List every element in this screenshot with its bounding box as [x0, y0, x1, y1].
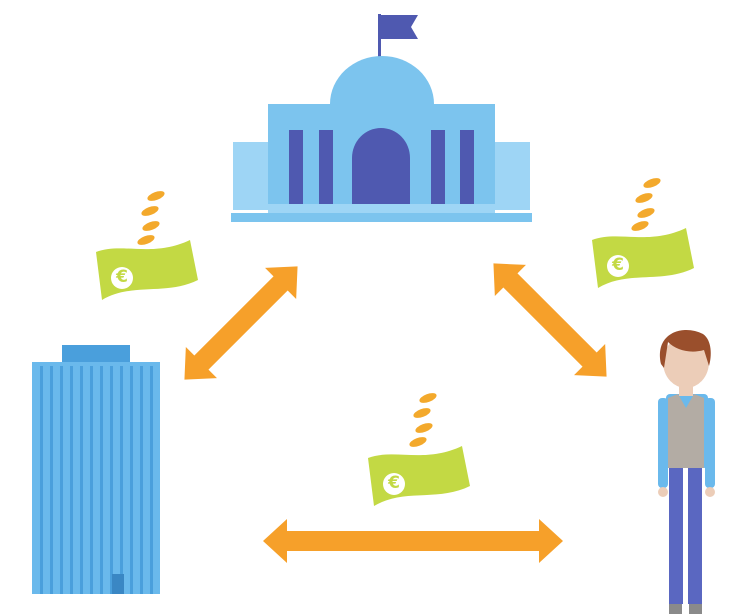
- column: [319, 130, 333, 204]
- column: [289, 130, 303, 204]
- hair: [659, 329, 711, 368]
- flagpole: [378, 14, 381, 62]
- left-hand: [658, 487, 668, 497]
- coins-icon: [137, 191, 165, 245]
- column: [460, 130, 474, 204]
- tower-roof: [62, 345, 130, 363]
- column: [431, 130, 445, 204]
- arched-door: [352, 128, 410, 204]
- dome: [330, 56, 434, 104]
- base: [231, 213, 532, 222]
- euro-banknote-with-coins-icon: €: [592, 178, 694, 288]
- left-arm: [658, 398, 668, 488]
- double-headed-arrow-icon: [493, 263, 607, 377]
- euro-symbol: €: [115, 267, 128, 287]
- right-hand: [705, 487, 715, 497]
- right-wing: [494, 142, 530, 210]
- company-office-tower-icon: [32, 345, 160, 594]
- arrows: [184, 263, 607, 563]
- right-shoe: [689, 602, 702, 614]
- double-headed-arrow-icon: [263, 519, 563, 563]
- tower-door: [112, 574, 124, 594]
- coins-icon: [409, 393, 437, 447]
- vest: [668, 394, 704, 468]
- right-leg: [688, 462, 702, 604]
- euro-symbol: €: [387, 473, 400, 493]
- left-leg: [669, 462, 683, 604]
- euro-banknote-with-coins-icon: €: [96, 191, 198, 300]
- double-headed-arrow-icon: [184, 266, 298, 380]
- tower-body: [32, 362, 160, 594]
- steps: [268, 204, 495, 213]
- government-building-icon: [231, 14, 532, 222]
- left-shoe: [669, 602, 682, 614]
- left-wing: [233, 142, 269, 210]
- tower-stripes: [40, 366, 153, 594]
- person-icon: [658, 329, 715, 614]
- flag-icon: [381, 15, 418, 39]
- coins-icon: [631, 178, 661, 231]
- euro-banknote-with-coins-icon: €: [368, 393, 470, 506]
- euro-symbol: €: [611, 255, 624, 275]
